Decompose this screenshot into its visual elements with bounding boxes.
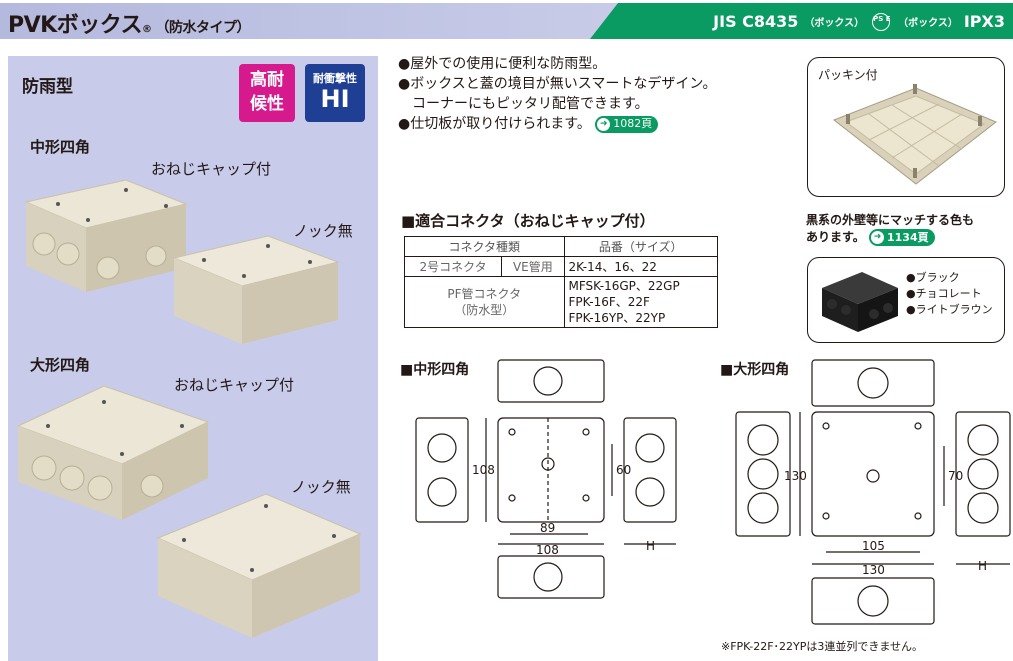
page-header: PVKボックス®（防水タイプ） JIS C8435 （ボックス） PS E （ボ… (0, 0, 1013, 40)
packing-lid-image (832, 84, 997, 185)
page-ref-link[interactable]: ➜1082頁 (595, 115, 659, 133)
cell-line: PF管コネクタ (447, 287, 522, 301)
table-row: 2号コネクタ VE管用 2K-14、16、22 (403, 256, 718, 277)
standard-box-label: （ボックス） (804, 18, 865, 29)
connector-table-title: ■適合コネクタ（おねじキャップ付） (401, 212, 655, 230)
weather-resistant-text: 高耐 候性 (250, 70, 284, 114)
table-cell: VE管用 (501, 256, 565, 277)
cell-line: （防水型） (454, 303, 515, 317)
standards-bar: JIS C8435 （ボックス） PS E （ボックス） IPX3 (590, 3, 1013, 39)
feature-item: ●屋外での使用に便利な防雨型。 (398, 54, 798, 74)
black-note-line: 黒系の外壁等にマッチする色も (806, 213, 975, 227)
feature-list: ●屋外での使用に便利な防雨型。 ●ボックスと蓋の境目が無いスマートなデザイン。コ… (398, 54, 798, 134)
ipx-rating: IPX3 (963, 12, 1005, 31)
footnote: ※FPK-22F･22YPは3連並列できません。 (721, 640, 924, 653)
packing-caption: パッキン付 (818, 68, 878, 82)
feature-text: コーナーにもピッタリ配管できます。 (412, 96, 649, 112)
registered-mark: ® (142, 24, 152, 35)
color-option: ●ライトブラウン (906, 303, 993, 316)
large-cap-caption: おねじキャップ付 (174, 376, 295, 394)
pse-mark-icon: PS E (872, 12, 891, 31)
feature-text: ●屋外での使用に便利な防雨型。 (398, 56, 607, 72)
arrow-right-icon: ➜ (597, 117, 611, 131)
dim-inner-label: 70 (948, 469, 963, 483)
medium-drawing-title: ■中形四角 (400, 362, 470, 378)
title-bar (0, 3, 640, 39)
dim-width-label: 130 (862, 563, 885, 577)
feature-item: ●ボックスと蓋の境目が無いスマートなデザイン。コーナーにもピッタリ配管できます。 (398, 74, 798, 114)
feature-text: ●仕切板が取り付けられます。 (398, 116, 591, 132)
color-option: ●チョコレート (906, 287, 982, 300)
page-ref-link[interactable]: ➜1134頁 (869, 229, 935, 246)
medium-square-label: 中形四角 (30, 138, 91, 156)
dim-width-inner-label: 105 (862, 539, 885, 553)
medium-cap-caption: おねじキャップ付 (151, 160, 272, 178)
dim-height-label: 108 (472, 463, 495, 477)
jis-standard: JIS C8435 (713, 12, 799, 31)
black-color-note: 黒系の外壁等にマッチする色も あります。 ➜1134頁 (806, 212, 974, 246)
cell-line: FPK-16F、22F (568, 295, 650, 309)
connector-table: コネクタ種類 品番（サイズ） 2号コネクタ VE管用 2K-14、16、22 P… (403, 236, 718, 328)
impact-resistant-text: 耐衝撃性 (313, 72, 357, 85)
dim-width-inner-label: 89 (540, 521, 555, 535)
page-ref-text: 1134頁 (887, 231, 929, 244)
packing-photo-box: パッキン付 (807, 57, 1005, 197)
large-drawing-title: ■大形四角 (720, 362, 790, 378)
table-cell: PF管コネクタ （防水型） (404, 276, 565, 328)
large-dimension-drawing: 130 70 105 130 H (735, 359, 1011, 625)
product-name: PVKボックス (8, 13, 143, 38)
arrow-right-icon: ➜ (871, 231, 884, 244)
column-header: 品番（サイズ） (563, 236, 718, 257)
dim-width-label: 108 (536, 543, 559, 557)
impact-resistant-badge: 耐衝撃性 HI (305, 64, 365, 122)
feature-text: ●ボックスと蓋の境目が無いスマートなデザイン。 (398, 76, 717, 92)
color-option: ●ブラック (906, 271, 960, 284)
cell-line: MFSK-16GP、22GP (568, 279, 680, 293)
black-note-line2: あります。 ➜1134頁 (806, 229, 974, 246)
column-header: コネクタ種類 (404, 236, 565, 257)
large-box-knock-image (156, 493, 362, 638)
medium-box-cap-image (24, 179, 188, 292)
dim-depth-label: H (978, 559, 987, 573)
table-cell: 2K-14、16、22 (563, 256, 718, 277)
black-note-text: あります。 (806, 230, 865, 244)
standard-box-label: （ボックス） (898, 18, 958, 29)
large-box-cap-image (16, 385, 210, 520)
hi-text: HI (320, 85, 350, 113)
black-box-image (822, 272, 898, 332)
page-ref-text: 1082頁 (613, 117, 653, 130)
feature-item: ●仕切板が取り付けられます。 ➜1082頁 (398, 114, 798, 134)
dim-inner-label: 60 (616, 463, 631, 477)
standards-text: JIS C8435 （ボックス） PS E （ボックス） IPX3 (713, 12, 1005, 31)
table-header-row: コネクタ種類 品番（サイズ） (404, 236, 718, 257)
page-title: PVKボックス®（防水タイプ） (8, 7, 251, 39)
color-options-list: ●ブラック ●チョコレート ●ライトブラウン (906, 270, 993, 318)
black-variant-box: ●ブラック ●チョコレート ●ライトブラウン (807, 257, 1005, 343)
large-square-label: 大形四角 (30, 356, 91, 374)
table-cell: 2号コネクタ (403, 256, 503, 277)
weather-resistant-badge: 高耐 候性 (239, 64, 295, 122)
medium-box-knock-image (172, 235, 340, 344)
medium-dimension-drawing: 108 60 89 108 H (415, 359, 677, 599)
medium-knock-caption: ノック無 (293, 222, 353, 240)
product-subtitle: （防水タイプ） (155, 20, 251, 36)
category-label: 防雨型 (22, 77, 73, 97)
cell-line: FPK-16YP、22YP (568, 311, 666, 325)
table-row: PF管コネクタ （防水型） MFSK-16GP、22GP FPK-16F、22F… (404, 276, 718, 328)
table-cell: MFSK-16GP、22GP FPK-16F、22F FPK-16YP、22YP (563, 276, 718, 328)
product-photo-panel: 防雨型 高耐 候性 耐衝撃性 HI 中形四角 おねじキャップ付 ノック無 大形四… (8, 56, 378, 661)
large-knock-caption: ノック無 (291, 478, 351, 496)
dim-height-label: 130 (784, 469, 807, 483)
dim-depth-label: H (646, 539, 655, 553)
